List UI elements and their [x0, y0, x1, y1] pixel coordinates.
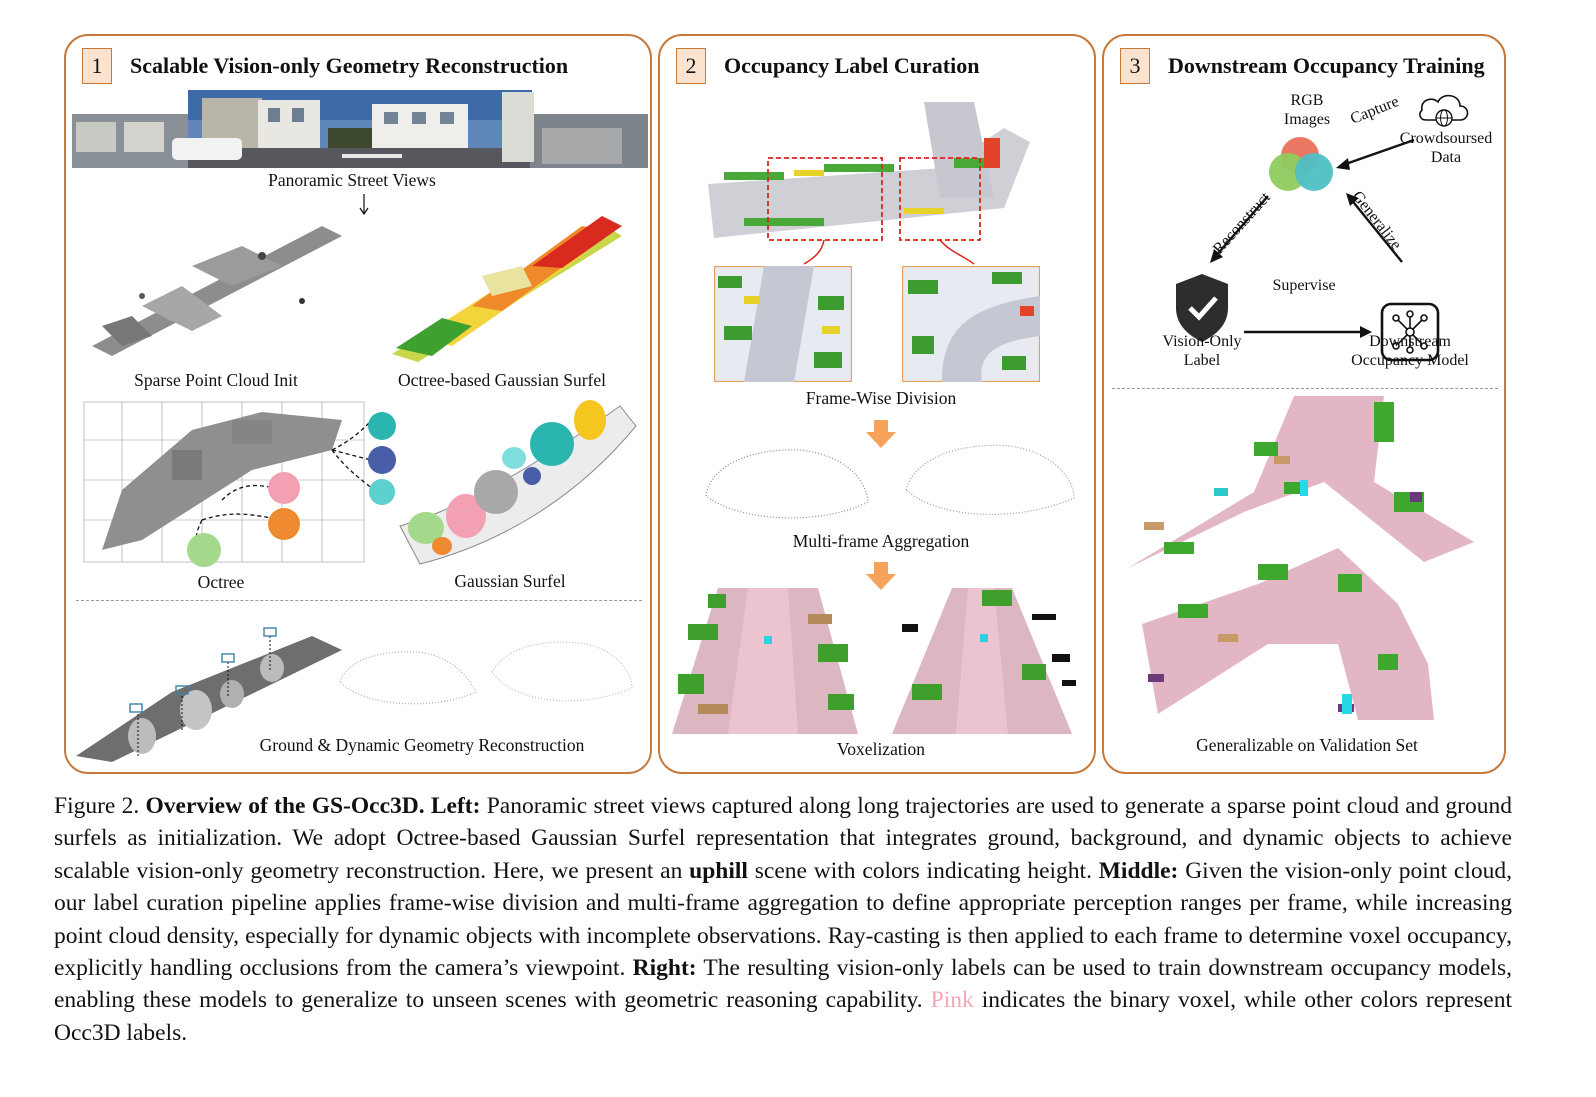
octree-gaussian-surfel-image	[382, 206, 632, 366]
label-occupancy-model: Occupancy Model	[1351, 352, 1469, 369]
section-divider	[76, 600, 642, 601]
ground-geometry-image	[72, 606, 342, 766]
point-cloud-overview-image	[704, 98, 1034, 268]
label-frame-wise: Frame-Wise Division	[805, 388, 957, 408]
label-label: Label	[1183, 352, 1221, 369]
caption-prefix: Figure 2.	[54, 793, 146, 819]
panel-number: 2	[676, 48, 706, 84]
label-gaussian-surfel: Gaussian Surfel	[454, 571, 566, 591]
caption-title: Overview of the GS-Occ3D.	[145, 793, 425, 819]
label-validation: Generalizable on Validation Set	[1196, 735, 1418, 755]
validation-voxel-image-bottom	[1138, 544, 1438, 724]
label-crowdsourced: Crowdsoursed	[1399, 130, 1493, 147]
label-vision-only: Vision-Only	[1162, 333, 1242, 350]
label-downstream: Downstream	[1369, 333, 1451, 350]
gaussian-surfel-image	[390, 396, 640, 566]
label-rgb: RGB	[1290, 92, 1324, 109]
label-panoramic: Panoramic Street Views	[268, 170, 436, 190]
panel-number: 3	[1120, 48, 1150, 84]
frame-crop-right-image	[902, 266, 1040, 382]
caption-right-label: Right:	[632, 955, 697, 982]
panel-title: Scalable Vision-only Geometry Reconstruc…	[130, 53, 569, 78]
rgb-green-circle	[1269, 153, 1307, 191]
octree-image	[82, 400, 402, 570]
caption-pink-word: Pink	[930, 987, 974, 1014]
caption-left-label: Left:	[430, 793, 481, 819]
voxel-left-image	[668, 584, 866, 734]
caption-left-text: Panoramic street views captured along lo…	[54, 793, 1512, 884]
label-ground-dynamic: Ground & Dynamic Geometry Reconstruction	[259, 735, 585, 755]
voxel-right-image	[882, 584, 1088, 734]
label-octree: Octree	[197, 572, 245, 592]
section-divider	[1112, 388, 1498, 389]
rgb-blue-circle	[1295, 153, 1333, 191]
label-supervise: Supervise	[1272, 277, 1336, 294]
label-data: Data	[1430, 149, 1462, 166]
panel-geometry-reconstruction: 1 Scalable Vision-only Geometry Reconstr…	[64, 34, 652, 774]
panel-number: 1	[82, 48, 112, 84]
panoramic-street-image	[72, 88, 648, 168]
caption-uphill-text: scene with colors indicating height.	[747, 857, 1099, 884]
caption-pink-rest: indicates the binary voxel, while other …	[54, 987, 1512, 1046]
down-arrow-orange-icon	[866, 420, 896, 448]
panel-label-curation: 2 Occupancy Label Curation	[658, 34, 1096, 774]
caption-middle-label: Middle:	[1098, 857, 1179, 884]
label-octree-gs: Octree-based Gaussian Surfel	[398, 370, 606, 390]
down-arrow-icon	[359, 194, 369, 216]
panel-downstream-training: 3 Downstream Occupancy Training	[1102, 34, 1506, 774]
sparse-point-cloud-image	[82, 206, 352, 366]
frame-crop-left-image	[714, 266, 852, 382]
training-cycle-diagram	[1176, 94, 1469, 362]
validation-voxel-image-top	[1124, 392, 1486, 576]
caption-uphill: uphill	[689, 857, 748, 884]
label-multi-frame: Multi-frame Aggregation	[792, 531, 970, 551]
label-images: Images	[1283, 111, 1331, 128]
multi-frame-cars-image	[700, 436, 1080, 526]
caption-right-text: The resulting vision-only labels can be …	[54, 955, 1512, 1014]
label-voxelization: Voxelization	[836, 739, 926, 759]
octree-node-circles	[362, 408, 402, 508]
down-arrow-orange-icon	[866, 562, 896, 590]
panel-title: Downstream Occupancy Training	[1168, 53, 1485, 78]
figure-caption: Figure 2. Overview of the GS-Occ3D. Left…	[54, 790, 1512, 1049]
panel-title: Occupancy Label Curation	[724, 53, 980, 78]
label-sparse: Sparse Point Cloud Init	[134, 370, 298, 390]
caption-middle-text: Given the vision-only point cloud, our l…	[54, 857, 1512, 982]
shield-check-icon	[1176, 274, 1228, 342]
cloud-globe-icon	[1419, 94, 1469, 121]
dynamic-car-image	[336, 632, 636, 712]
